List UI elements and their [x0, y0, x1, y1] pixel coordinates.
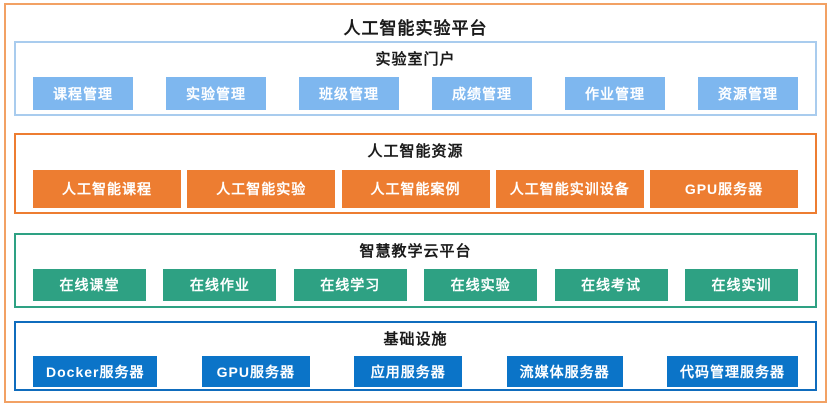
block-online-homework: 在线作业 [163, 269, 277, 301]
block-resource-management: 资源管理 [698, 77, 798, 110]
section-lab-portal: 实验室门户 课程管理 实验管理 班级管理 成绩管理 作业管理 资源管理 [14, 41, 817, 116]
block-streaming-server: 流媒体服务器 [506, 356, 623, 387]
section-infrastructure-title: 基础设施 [383, 331, 448, 348]
section-cloud-platform: 智慧教学云平台 在线课堂 在线作业 在线学习 在线实验 在线考试 在线实训 [14, 233, 817, 308]
block-homework-management: 作业管理 [565, 77, 665, 110]
cloud-platform-button-row: 在线课堂 在线作业 在线学习 在线实验 在线考试 在线实训 [16, 269, 815, 301]
block-ai-training-equipment: 人工智能实训设备 [495, 170, 644, 208]
block-ai-gpu-server: GPU服务器 [650, 170, 798, 208]
block-online-classroom: 在线课堂 [33, 269, 146, 301]
block-online-experiment: 在线实验 [424, 269, 538, 301]
section-ai-resources: 人工智能资源 人工智能课程 人工智能实验 人工智能案例 人工智能实训设备 GPU… [14, 133, 817, 214]
block-online-learning: 在线学习 [293, 269, 407, 301]
infrastructure-button-row: Docker服务器 GPU服务器 应用服务器 流媒体服务器 代码管理服务器 [16, 356, 815, 387]
block-ai-case: 人工智能案例 [341, 170, 490, 208]
page-title: 人工智能实验平台 [343, 19, 488, 38]
section-cloud-platform-title: 智慧教学云平台 [359, 243, 472, 260]
block-online-training: 在线实训 [684, 269, 798, 301]
ai-resources-button-row: 人工智能课程 人工智能实验 人工智能案例 人工智能实训设备 GPU服务器 [16, 170, 815, 208]
block-code-management-server: 代码管理服务器 [666, 356, 798, 387]
lab-portal-button-row: 课程管理 实验管理 班级管理 成绩管理 作业管理 资源管理 [16, 77, 815, 110]
block-online-exam: 在线考试 [554, 269, 668, 301]
block-gpu-server: GPU服务器 [201, 356, 310, 387]
block-course-management: 课程管理 [33, 77, 133, 110]
block-app-server: 应用服务器 [354, 356, 463, 387]
block-grade-management: 成绩管理 [432, 77, 532, 110]
section-ai-resources-title: 人工智能资源 [367, 143, 464, 160]
block-docker-server: Docker服务器 [33, 356, 158, 387]
block-class-management: 班级管理 [299, 77, 399, 110]
block-experiment-management: 实验管理 [166, 77, 266, 110]
section-lab-portal-title: 实验室门户 [375, 51, 456, 68]
section-infrastructure: 基础设施 Docker服务器 GPU服务器 应用服务器 流媒体服务器 代码管理服… [14, 321, 817, 391]
block-ai-experiment: 人工智能实验 [187, 170, 336, 208]
block-ai-course: 人工智能课程 [33, 170, 181, 208]
platform-frame: 人工智能实验平台 实验室门户 课程管理 实验管理 班级管理 成绩管理 作业管理 … [4, 3, 827, 403]
